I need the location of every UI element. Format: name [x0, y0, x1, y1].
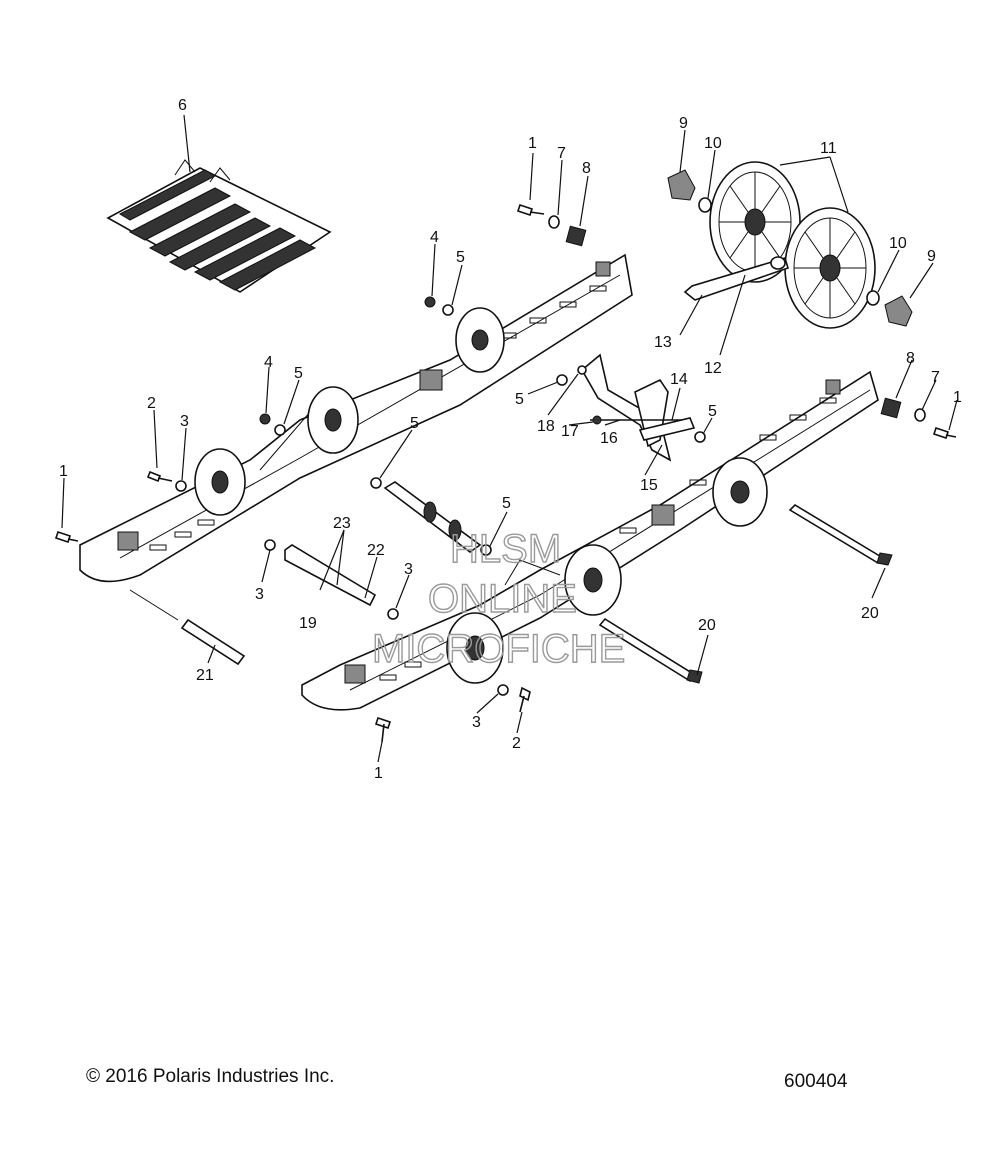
- callout-15: 15: [640, 477, 658, 494]
- part-9-hub-left[interactable]: [667, 169, 696, 201]
- callout-3: 3: [404, 561, 413, 578]
- callout-5: 5: [410, 415, 419, 432]
- callout-2: 2: [147, 395, 156, 412]
- callout-21: 21: [196, 667, 214, 684]
- wheel-near-mid[interactable]: [564, 544, 622, 616]
- callout-22: 22: [367, 542, 385, 559]
- callout-4: 4: [430, 229, 439, 246]
- callout-4: 4: [264, 354, 273, 371]
- part-10-washer-right[interactable]: [866, 290, 880, 306]
- wheel-near-rear[interactable]: [446, 612, 504, 684]
- diagram-number: 600404: [784, 1071, 848, 1092]
- part-15-shaft[interactable]: [638, 417, 696, 441]
- callout-6: 6: [178, 97, 187, 114]
- callout-5: 5: [294, 365, 303, 382]
- callout-14: 14: [670, 371, 688, 388]
- part-22-shaft[interactable]: [284, 544, 377, 607]
- wheel-far-mid[interactable]: [307, 386, 359, 454]
- leader-lines: [61, 114, 958, 763]
- watermark: HLSM ONLINE MICROFICHE: [371, 526, 626, 671]
- callout-5: 5: [708, 403, 717, 420]
- callout-11: 11: [820, 140, 837, 157]
- callout-16: 16: [600, 430, 618, 447]
- callout-1: 1: [528, 135, 537, 152]
- callout-10: 10: [889, 235, 907, 252]
- callout-1: 1: [953, 389, 962, 406]
- wheel-far-rear[interactable]: [194, 448, 246, 516]
- callout-7: 7: [931, 369, 940, 386]
- callout-13: 13: [654, 334, 672, 351]
- callout-8: 8: [582, 160, 591, 177]
- part-crossshaft[interactable]: [383, 481, 482, 553]
- part-9-hub-right[interactable]: [884, 295, 913, 327]
- wheel-near-front[interactable]: [712, 457, 768, 527]
- callout-20: 20: [861, 605, 879, 622]
- callout-3: 3: [255, 586, 264, 603]
- callout-10: 10: [704, 135, 722, 152]
- callout-labels: 6 1 7 8 9 10 11 10 9 4 5 4 5 2 3 1 5 18 …: [59, 97, 962, 782]
- callout-9: 9: [927, 248, 936, 265]
- part-18-nut[interactable]: [577, 365, 587, 375]
- fastener-set: [54, 203, 957, 743]
- part-10-washer-left[interactable]: [698, 197, 712, 213]
- part-14-bracket[interactable]: [580, 353, 672, 462]
- callout-1: 1: [59, 463, 68, 480]
- rail-near[interactable]: [301, 370, 879, 711]
- callout-20: 20: [698, 617, 716, 634]
- wheel-far-front[interactable]: [455, 307, 505, 373]
- callout-1: 1: [374, 765, 383, 782]
- part-20-bolt-upper[interactable]: [788, 503, 885, 565]
- part-11-idler-wheel-b[interactable]: [784, 207, 876, 329]
- copyright-text: © 2016 Polaris Industries Inc.: [86, 1066, 335, 1087]
- part-11-idler-wheel-a[interactable]: [709, 161, 801, 283]
- callout-2: 2: [512, 735, 521, 752]
- part-6-traction-pad[interactable]: [106, 159, 332, 293]
- part-12-axle[interactable]: [683, 256, 789, 301]
- part-17-nut[interactable]: [592, 415, 602, 425]
- callout-5: 5: [515, 391, 524, 408]
- callout-8: 8: [906, 350, 915, 367]
- callout-3: 3: [180, 413, 189, 430]
- svg-text:ONLINE: ONLINE: [428, 577, 577, 621]
- callout-19: 19: [299, 615, 317, 632]
- callout-18: 18: [537, 418, 555, 435]
- callout-23: 23: [333, 515, 351, 532]
- svg-text:HLSM: HLSM: [450, 527, 561, 571]
- callout-12: 12: [704, 360, 722, 377]
- callout-7: 7: [557, 145, 566, 162]
- svg-text:MICROFICHE: MICROFICHE: [372, 627, 625, 671]
- part-21-rod[interactable]: [180, 618, 246, 666]
- callout-5: 5: [456, 249, 465, 266]
- callout-5: 5: [502, 495, 511, 512]
- callout-17: 17: [561, 423, 579, 440]
- callout-9: 9: [679, 115, 688, 132]
- callout-3: 3: [472, 714, 481, 731]
